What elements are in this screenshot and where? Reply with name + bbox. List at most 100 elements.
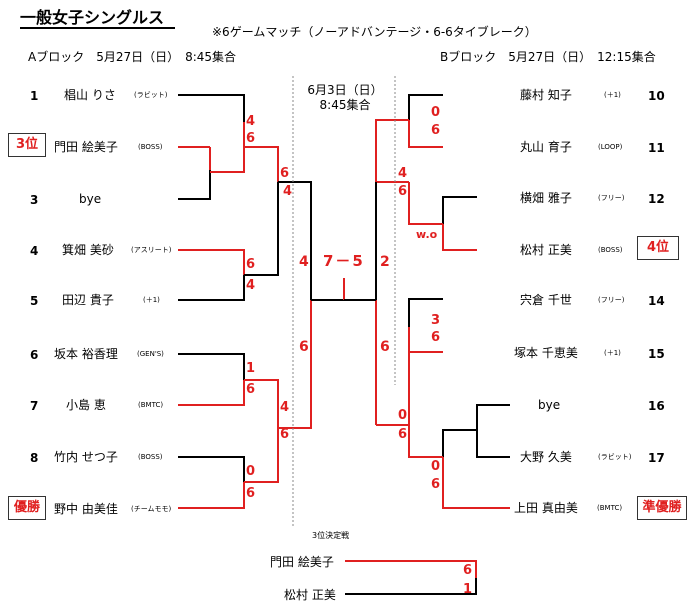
final-date: 6月3日（日） 8:45集合: [300, 83, 390, 113]
score-b-sf-top: 2: [380, 254, 390, 270]
third-place-player2: 松村 正美: [284, 588, 336, 602]
score-a-r1-p1: 4: [246, 114, 256, 129]
score-b-r1-p17: 0: [431, 459, 441, 474]
final-date-line2: 8:45集合: [319, 98, 371, 112]
line-b-qf1-out: [375, 119, 409, 182]
score-b-r2b-bot: 6: [398, 427, 408, 442]
third-place-player1: 門田 絵美子: [270, 555, 334, 569]
player-name: 大野 久美: [520, 450, 572, 464]
player-club: (BOSS): [138, 453, 163, 461]
player-number: 1: [30, 89, 39, 103]
score-b-r2-top: 4: [398, 166, 408, 181]
player-name: 松村 正美: [520, 243, 572, 257]
player-club: (LOOP): [598, 143, 623, 151]
player-club: (アスリート): [131, 246, 172, 254]
player-number: 5: [30, 294, 39, 308]
score-a-r1-p7: 6: [246, 382, 256, 397]
line-a-p3: [178, 170, 211, 200]
line-a-p4: [178, 249, 245, 275]
player-name: 箕畑 美砂: [62, 243, 114, 257]
line-a-qf1-out: [243, 122, 279, 182]
player-name: 小島 恵: [66, 398, 106, 412]
line-b-p11: [408, 120, 443, 148]
third-place-score2: 1: [463, 582, 473, 597]
line-b-p14: [408, 298, 443, 327]
score-a-r2-top: 6: [280, 166, 290, 181]
line-b-p18: [442, 457, 510, 509]
score-b-r1-p11: 6: [431, 123, 441, 138]
winner-badge: 優勝: [8, 496, 46, 520]
player-club: (＋1): [604, 349, 621, 357]
score-b-sf-bot: 6: [380, 339, 390, 355]
line-a-qf3-out: [244, 379, 279, 428]
player-name: 竹内 せつ子: [54, 450, 118, 464]
player-number: 16: [648, 399, 665, 413]
format-note: ※6ゲームマッチ（ノーアドバンテージ・6-6タイブレーク）: [212, 25, 537, 39]
score-a-r1-p8: 0: [246, 464, 256, 479]
line-a-p8: [178, 456, 245, 482]
player-number: 10: [648, 89, 665, 103]
score-a-sf-top: 4: [299, 254, 309, 270]
third-place-score1: 6: [463, 563, 473, 578]
score-a-r1-p2: 6: [246, 131, 256, 146]
block-b-header: Bブロック 5月27日（日） 12:15集合: [440, 50, 656, 64]
player-club: (BMTC): [597, 504, 623, 512]
line-third-p1: [345, 560, 477, 578]
score-a-r1-p5: 4: [246, 278, 256, 293]
player-name: 藤村 知子: [520, 88, 572, 102]
player-name: 野中 由美佳: [54, 502, 118, 516]
score-a-r1-p9: 6: [246, 486, 256, 501]
score-a-r2b-top: 4: [280, 400, 290, 415]
player-name: 上田 真由美: [514, 501, 578, 515]
score-b-r1-p18: 6: [431, 477, 441, 492]
score-a-r1-p4: 6: [246, 257, 256, 272]
fourth-place-badge: 4位: [637, 236, 679, 260]
player-club: (BMTC): [138, 401, 164, 409]
line-a-qf2-out: [244, 182, 279, 276]
player-number: 7: [30, 399, 39, 413]
score-b-r1-p10: 0: [431, 105, 441, 120]
score-a-r1-p6: 1: [246, 361, 256, 376]
score-a-r2b-bot: 6: [280, 427, 290, 442]
player-number: 12: [648, 192, 665, 206]
player-name: 田辺 貴子: [62, 293, 114, 307]
line-b-qf4-out: [408, 425, 443, 458]
line-b-qf2-mid: [408, 182, 443, 225]
third-place-badge: 3位: [8, 133, 46, 157]
third-place-title: 3位決定戦: [312, 531, 350, 540]
player-name: 坂本 裕香理: [54, 347, 118, 361]
score-b-r1-p14: 3: [431, 313, 441, 328]
runner-up-badge: 準優勝: [637, 496, 687, 520]
player-number: 6: [30, 348, 39, 362]
player-club: (＋1): [604, 91, 621, 99]
line-b-p17: [476, 430, 510, 458]
player-number: 4: [30, 244, 39, 258]
line-b-p16: [476, 404, 510, 430]
player-club: (フリー): [598, 194, 625, 202]
player-club: (フリー): [598, 296, 625, 304]
player-number: 14: [648, 294, 665, 308]
line-a-p7: [178, 380, 245, 406]
line-a-sf2-out: [278, 300, 312, 429]
player-name: 椙山 りさ: [64, 88, 116, 102]
line-a-sf1-out: [278, 181, 312, 300]
line-b-p10: [408, 94, 443, 120]
line-third-p2: [345, 578, 477, 595]
score-a-sf-bot: 6: [299, 339, 309, 355]
player-club: (ラビット): [134, 91, 168, 99]
title-underline: [20, 27, 175, 29]
line-a-p1: [178, 94, 245, 122]
line-b-p16-17: [442, 429, 477, 457]
player-number: 8: [30, 451, 39, 465]
player-club: (チームモモ): [131, 505, 172, 513]
score-b-r1-p15: 6: [431, 330, 441, 345]
player-number: 11: [648, 141, 665, 155]
score-b-r2b-top: 0: [398, 408, 408, 423]
page-title: 一般女子シングルス: [20, 8, 165, 27]
player-name: 横畑 雅子: [520, 191, 572, 205]
player-club: (GEN'S): [137, 350, 164, 358]
line-a-p6: [178, 353, 245, 380]
line-a-p2-adv: [210, 122, 245, 173]
line-a-p5: [178, 275, 245, 301]
